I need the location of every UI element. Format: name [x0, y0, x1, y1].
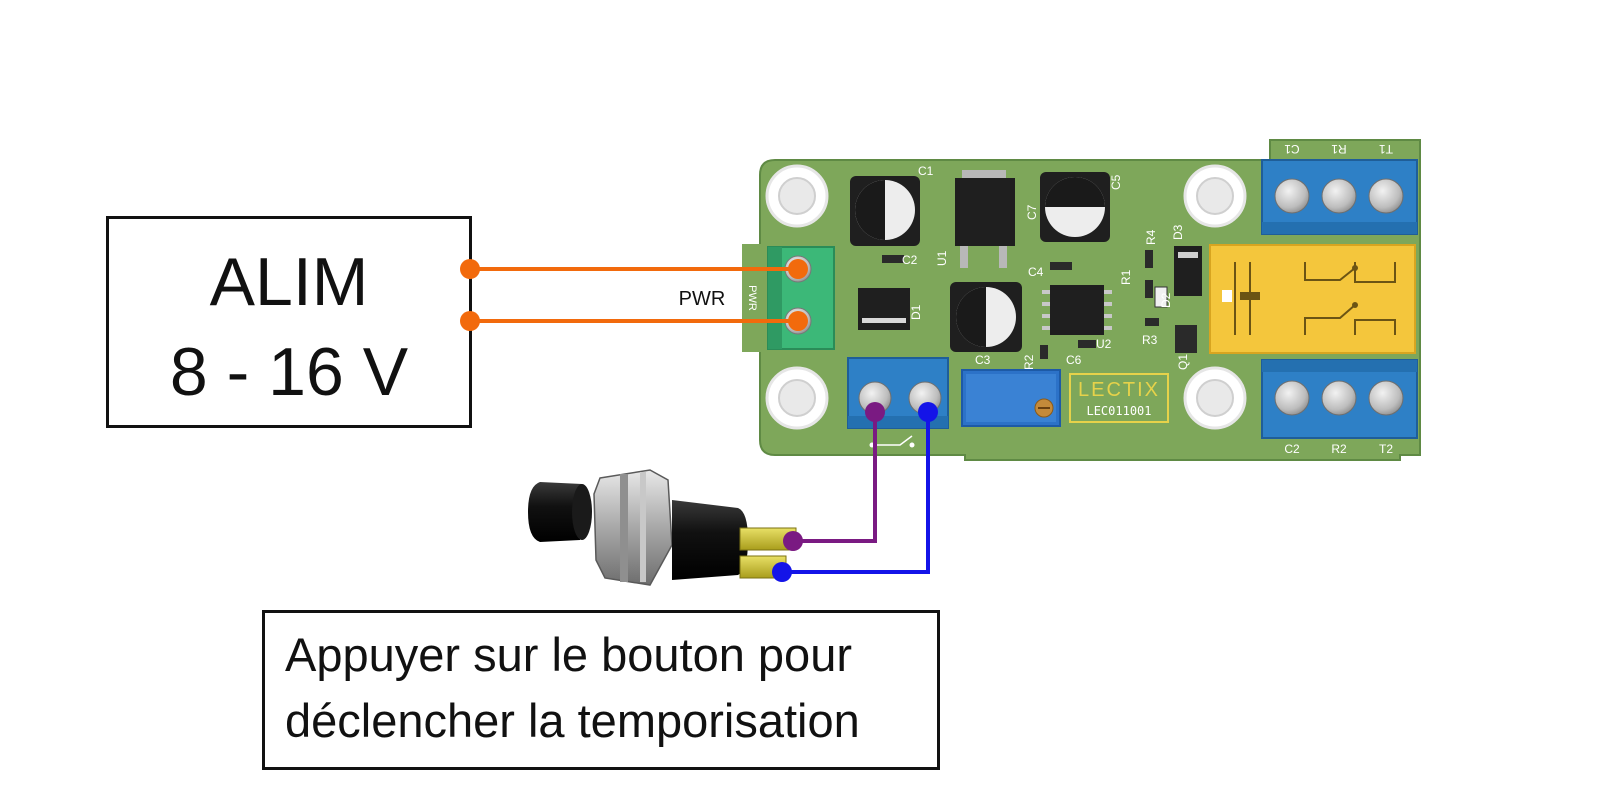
relay	[1209, 244, 1416, 354]
silk-r2: R2	[1022, 354, 1036, 370]
push-button	[528, 469, 797, 586]
silk-c1: C1	[918, 164, 934, 178]
led-d2	[1154, 286, 1168, 308]
silk-c7: C7	[1025, 204, 1039, 220]
regulator-u1	[955, 170, 1015, 268]
instruction-box: Appuyer sur le bouton pour déclencher la…	[262, 610, 940, 770]
terminal-block-top	[1261, 159, 1418, 235]
diode-d3	[1174, 246, 1202, 296]
mounting-hole-br	[1183, 366, 1247, 430]
silk-r3: R3	[1142, 333, 1158, 347]
mounting-hole-bl	[765, 366, 829, 430]
terminal-labels-top: C1 R1 T1	[1284, 142, 1393, 156]
trimmer-potentiometer	[961, 369, 1061, 427]
button-wires	[772, 402, 938, 582]
pwr-label: PWR	[679, 288, 726, 310]
terminal-labels-bottom: C2 R2 T2	[1284, 442, 1393, 456]
silk-c5: C5	[1109, 174, 1123, 190]
silk-d2: D2	[1159, 292, 1173, 308]
silk-r1: R1	[1119, 269, 1133, 285]
silk-c6: C6	[1066, 353, 1082, 367]
button-wire-purple	[793, 412, 877, 543]
terminal-label-t1: T1	[1379, 142, 1393, 156]
brand-name: LECTIX	[1078, 379, 1160, 401]
mounting-hole-tl	[765, 164, 829, 228]
instruction-line-2: déclencher la temporisation	[285, 694, 860, 747]
capacitor-c3	[950, 282, 1022, 352]
mounting-hole-tr	[1183, 164, 1247, 228]
power-supply-box: ALIM 8 - 16 V	[106, 216, 472, 428]
part-number: LEC011001	[1086, 404, 1151, 418]
pwr-silk-label: PWR	[746, 285, 758, 311]
diode-d1	[858, 288, 910, 330]
silk-c4: C4	[1028, 265, 1044, 279]
brand-logo: LECTIX LEC011001	[1069, 373, 1169, 423]
silk-r4: R4	[1144, 229, 1158, 245]
silk-u2: U2	[1096, 337, 1112, 351]
smd-parts	[882, 250, 1197, 359]
power-supply-title: ALIM	[209, 244, 369, 320]
capacitor-c7	[1040, 172, 1110, 242]
terminal-block-bottom	[1261, 359, 1418, 439]
terminal-label-c2: C2	[1284, 442, 1300, 456]
silk-labels: C1 C2 C3 C4 C6 U2 R3 C5 C7 U1 D1 D2 D3 R…	[902, 164, 1190, 370]
silk-c2: C2	[902, 253, 918, 267]
terminal-label-t2: T2	[1379, 442, 1393, 456]
terminal-label-r2: R2	[1331, 442, 1347, 456]
power-supply-voltage: 8 - 16 V	[169, 334, 409, 410]
silk-u1: U1	[935, 250, 949, 266]
silk-d3: D3	[1171, 224, 1185, 240]
terminal-label-c1: C1	[1284, 142, 1300, 156]
silk-q1: Q1	[1176, 354, 1190, 370]
button-wire-blue	[782, 412, 930, 574]
chip-u2	[1042, 285, 1112, 335]
capacitor-c1	[850, 176, 920, 246]
silk-d1: D1	[909, 304, 923, 320]
instruction-line-1: Appuyer sur le bouton pour	[285, 628, 852, 681]
power-wires	[460, 259, 808, 331]
silk-c3: C3	[975, 353, 991, 367]
terminal-label-r1: R1	[1331, 142, 1347, 156]
